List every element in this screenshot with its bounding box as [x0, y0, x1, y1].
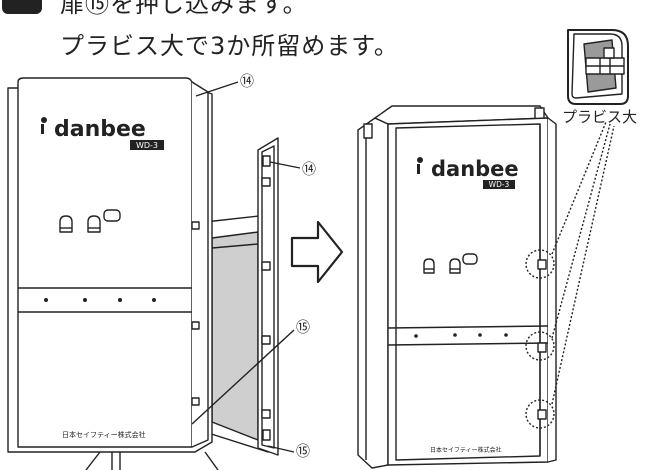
right-logo: danbee: [431, 157, 519, 181]
instruction-line-1: 扉⑮を押し込みます。: [60, 0, 308, 18]
callout-14-right: ⑭: [302, 162, 316, 178]
step-number-badge: [2, 0, 42, 14]
callout-15-mid: ⑮: [296, 320, 310, 336]
screw-leader-lines: [551, 121, 615, 405]
left-model-text: WD-3: [136, 141, 158, 150]
right-model-badge: [483, 180, 515, 189]
right-unit-drawing: danbee WD-3 日本セイフティー株式会社: [357, 105, 557, 469]
callout-15-bottom: ⑮: [296, 444, 310, 460]
right-maker-text: 日本セイフティー株式会社: [430, 446, 502, 454]
callout-14-top: ⑭: [240, 74, 254, 90]
left-logo: danbee: [54, 117, 146, 142]
left-maker-text: 日本セイフティー株式会社: [62, 430, 146, 439]
right-model-text: WD-3: [489, 180, 510, 189]
screw-label: プラビス大: [562, 108, 637, 126]
instruction-line-2: プラビス大で3か所留めます。: [60, 32, 399, 60]
left-model-badge: [130, 140, 164, 150]
left-callouts: ⑭ ⑭ ⑮ ⑮: [191, 74, 316, 460]
screw-detail-icon: [567, 29, 629, 105]
right-arrow-icon: [290, 220, 344, 284]
left-unit-drawing: danbee WD-3 日本セイフティー株式会社: [7, 77, 279, 470]
